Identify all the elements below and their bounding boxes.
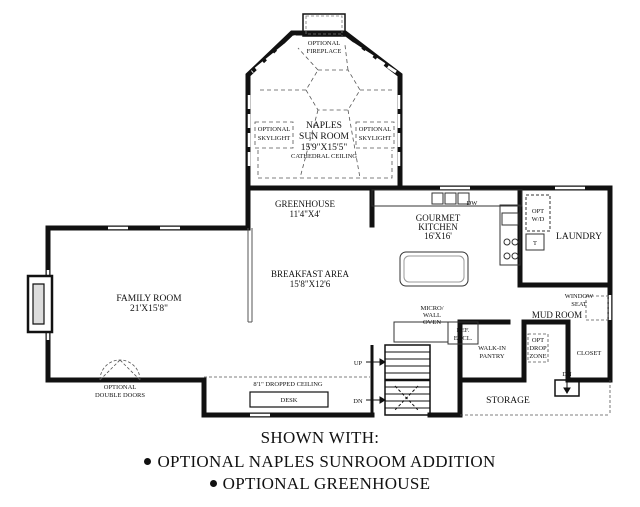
micro-3: OVEN: [423, 319, 441, 326]
caption-item-1-text: OPTIONAL NAPLES SUNROOM ADDITION: [157, 452, 496, 471]
dw-label: DW: [467, 200, 479, 207]
drop-1: OPT: [532, 337, 544, 344]
stairs: [370, 344, 431, 416]
caption-item-1: OPTIONAL NAPLES SUNROOM ADDITION: [0, 452, 640, 472]
opt-wd-1: OPT: [532, 208, 544, 215]
drop-2: DROP: [529, 345, 547, 352]
skylight-left-2: SKYLIGHT: [258, 135, 291, 142]
sunroom-name-1: NAPLES: [306, 121, 342, 131]
window-seat-1: WINDOW: [565, 293, 594, 300]
skylight-right-2: SKYLIGHT: [359, 135, 392, 142]
kitchen-size: 16'X16': [424, 231, 452, 241]
double-doors-1: OPTIONAL: [104, 384, 137, 391]
micro-2: WALL: [423, 312, 441, 319]
breakfast-name: BREAKFAST AREA: [271, 269, 349, 279]
stair-arrows: [366, 358, 571, 404]
pantry-2: PANTRY: [479, 353, 504, 360]
opt-wd-2: W/D: [532, 216, 545, 223]
pantry-1: WALK-IN: [478, 345, 506, 352]
family-fireplace: [26, 274, 54, 334]
desk-label: DESK: [281, 397, 298, 404]
dn-stair-label: DN: [353, 398, 363, 405]
kitchen-name-2: KITCHEN: [418, 222, 458, 232]
laundry-fixtures: [525, 194, 551, 251]
fireplace-label-1: OPTIONAL: [308, 40, 341, 47]
micro-1: MICRO/: [420, 305, 443, 312]
main-walls: [45, 185, 613, 418]
breakfast-size: 15'8"X12'6: [290, 279, 331, 289]
double-doors-2: DOUBLE DOORS: [95, 392, 145, 399]
laundry-label: LAUNDRY: [556, 232, 602, 242]
desk: [249, 391, 329, 408]
kitchen-name-1: GOURMET: [416, 213, 461, 223]
ref-2: ENCL.: [454, 335, 473, 342]
mud-room-label: MUD ROOM: [532, 310, 582, 320]
sunroom-ceiling: CATHEDRAL CEILING: [291, 153, 357, 160]
bullet-icon: [144, 457, 152, 465]
up-label: UP: [354, 360, 363, 367]
skylight-right-1: OPTIONAL: [359, 126, 392, 133]
dropped-ceiling-label: 8'1" DROPPED CEILING: [253, 381, 322, 388]
closet-label: CLOSET: [577, 350, 602, 357]
greenhouse-glass: [247, 228, 253, 323]
caption-item-2-text: OPTIONAL GREENHOUSE: [222, 474, 431, 493]
fireplace-label-2: FIREPLACE: [307, 48, 342, 55]
sunroom-name-2: SUN ROOM: [299, 132, 349, 142]
caption-heading: SHOWN WITH:: [260, 428, 380, 447]
ref-1: REF.: [456, 327, 469, 334]
storage-label: STORAGE: [486, 396, 530, 406]
svg-text:REF.ENCL.: REF.ENCL.: [454, 327, 473, 342]
greenhouse-size: 11'4"X4': [289, 209, 320, 219]
dropped-ceiling: [204, 376, 611, 416]
drop-3: ZONE: [529, 353, 546, 360]
dn-mud-label: DN: [562, 371, 572, 378]
kitchen-cabinets: [371, 189, 523, 345]
window-seat-2: SEAT: [571, 301, 587, 308]
double-doors: [99, 359, 141, 381]
t-label: T: [533, 240, 537, 247]
family-name: FAMILY ROOM: [116, 294, 182, 304]
skylight-left-1: OPTIONAL: [258, 126, 291, 133]
family-size: 21'X15'8": [130, 304, 168, 314]
caption-item-2: OPTIONAL GREENHOUSE: [0, 474, 640, 494]
bullet-icon: [209, 479, 217, 487]
greenhouse-name: GREENHOUSE: [275, 199, 336, 209]
sunroom-size: 15'9"X15'5": [301, 143, 348, 153]
